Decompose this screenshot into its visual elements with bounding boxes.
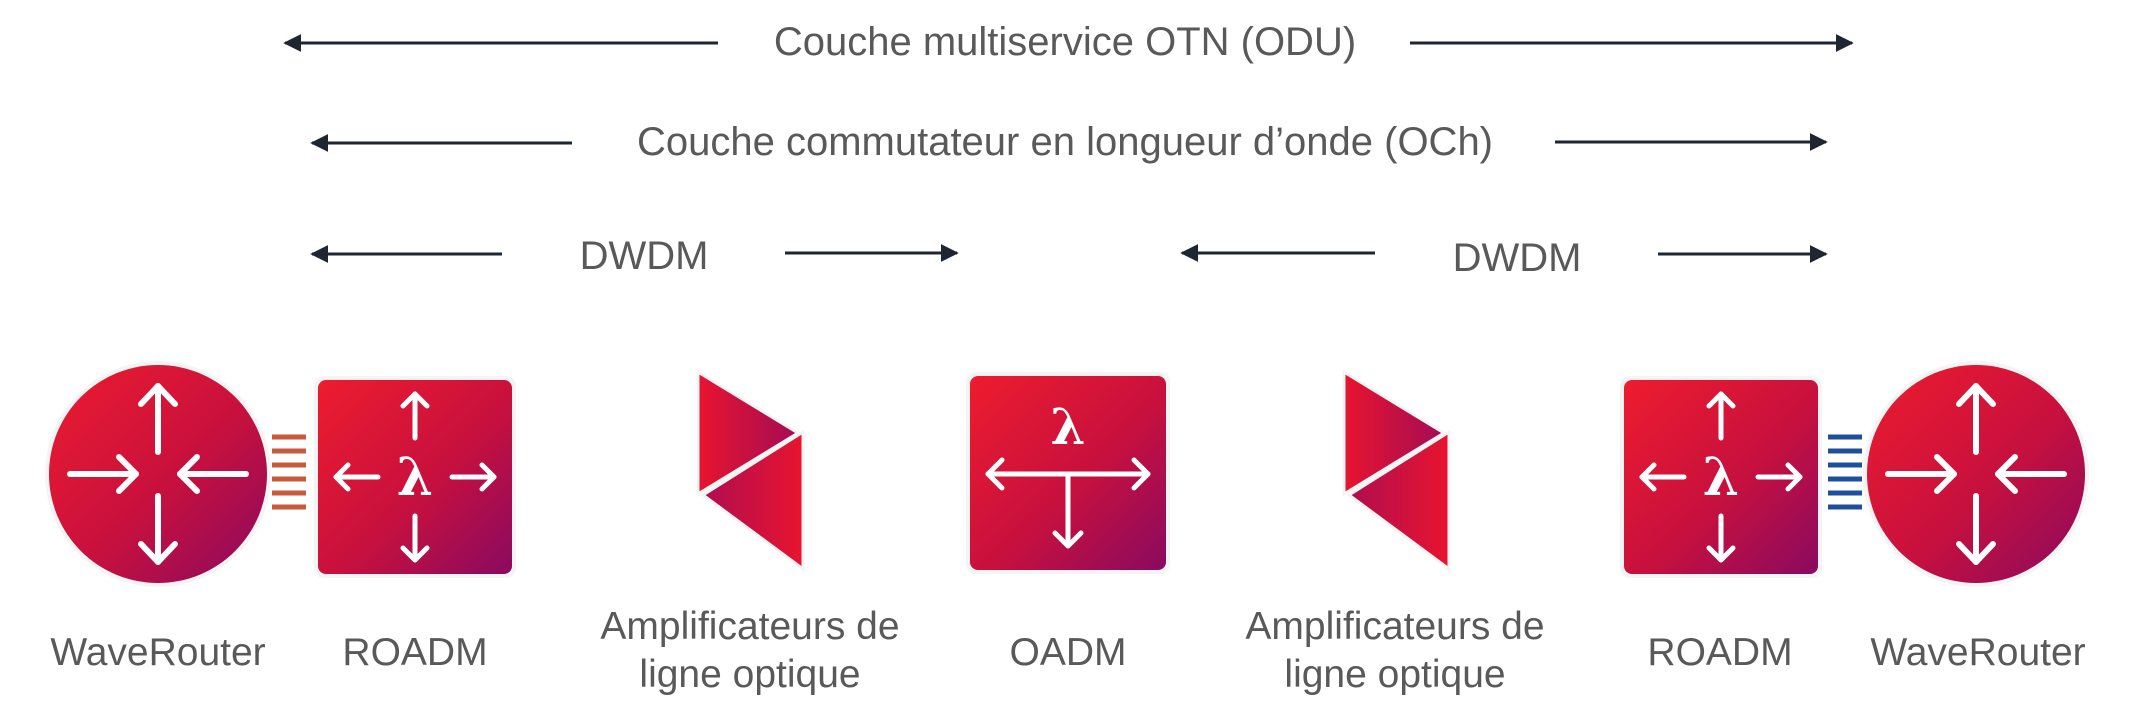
device-label-amplifier-right: Amplificateurs de ligne optique (1210, 605, 1580, 697)
fiber-bundle-router-right (1828, 434, 1862, 510)
device-label-amplifier-left: Amplificateurs de ligne optique (565, 605, 935, 697)
fiber-bundle-router-left (272, 434, 306, 510)
svg-text:λ: λ (1050, 397, 1085, 456)
dwdm-right-arrows (1180, 244, 1828, 263)
roadm-icon: λ (1620, 376, 1822, 578)
amplifier-label-line2: ligne optique (1284, 652, 1506, 696)
svg-text:λ: λ (1703, 447, 1739, 508)
amplifier-icon (696, 369, 805, 572)
fiber-bundle-amp-oadm (805, 434, 962, 510)
device-label-roadm-right: ROADM (1647, 631, 1793, 674)
roadm-icon: λ (314, 376, 516, 578)
fiber-bundle-roadm-amp-left (524, 434, 693, 510)
otn-layer-label: Couche multiservice OTN (ODU) (773, 20, 1357, 64)
oadm-icon: λ (966, 372, 1170, 574)
amplifier-label-line1: Amplificateurs de (600, 605, 900, 648)
amplifier-label-line1: Amplificateurs de (1245, 605, 1545, 648)
device-label-waverouter-right: WaveRouter (1870, 631, 2086, 674)
och-layer-arrows (310, 133, 1828, 152)
fiber-bundle-oadm-amp (1178, 434, 1340, 510)
och-layer-label: Couche commutateur en longueur d’onde (O… (636, 120, 1494, 164)
device-label-roadm-left: ROADM (342, 631, 488, 674)
router-icon (45, 361, 271, 587)
amplifier-icon (1342, 369, 1451, 572)
device-label-waverouter-left: WaveRouter (50, 631, 266, 674)
fiber-bundle-amp-roadm-right (1452, 434, 1613, 510)
router-icon (1863, 361, 2089, 587)
dwdm-left-label: DWDM (579, 234, 709, 278)
amplifier-label-line2: ligne optique (639, 652, 861, 696)
svg-text:λ: λ (397, 447, 433, 508)
dwdm-right-label: DWDM (1452, 236, 1582, 280)
device-label-oadm: OADM (1009, 631, 1127, 674)
dwdm-left-arrows (310, 244, 959, 263)
